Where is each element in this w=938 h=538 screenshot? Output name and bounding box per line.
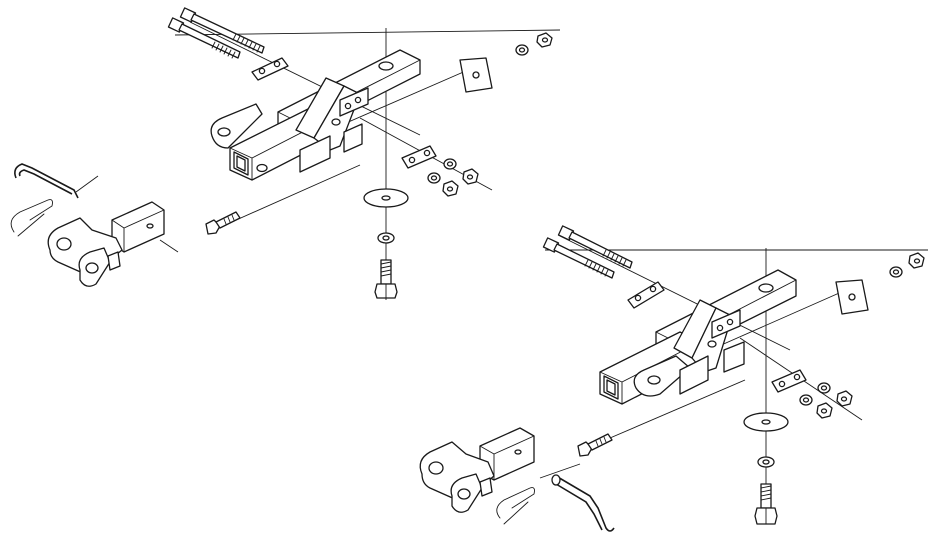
long-bolt-2 (167, 17, 241, 59)
square-plate (459, 57, 493, 93)
lock-washer-bottom (377, 232, 395, 244)
clevis (47, 217, 123, 287)
long-bolt-3 (557, 225, 633, 269)
clamp-plate-rear (251, 57, 289, 81)
nut-front-1 (462, 168, 479, 185)
hitch-pin (14, 163, 99, 199)
flat-washer-large (363, 188, 409, 208)
nut-front-4 (816, 402, 833, 419)
lock-washer-front-4 (799, 394, 813, 406)
long-bolt-4 (542, 237, 615, 279)
drawbar-shank (111, 201, 179, 253)
clamp-plate-rear-2 (627, 281, 665, 309)
flat-washer-large-2 (743, 412, 789, 432)
vertical-bolt (374, 259, 398, 299)
hairpin-clip-2 (496, 487, 535, 525)
receiver-tube-2 (599, 331, 701, 405)
hitch-pin-2 (551, 474, 615, 532)
clamp-plate-front-2 (771, 369, 807, 393)
mount-bracket-2 (673, 299, 745, 395)
lock-washer-front-3 (817, 382, 831, 394)
pin-tab (210, 103, 268, 173)
hairpin-clip (10, 199, 53, 237)
nut-front-3 (836, 390, 853, 407)
clevis-2 (419, 441, 495, 513)
nut-front-2 (442, 180, 459, 197)
lock-washer-front-2 (427, 172, 441, 184)
long-bolt-1 (179, 7, 265, 54)
lock-washer-front-1 (443, 158, 457, 170)
lock-washer-bottom-2 (757, 456, 775, 468)
vertical-bolt-2 (754, 483, 778, 525)
mount-bracket (295, 77, 369, 173)
nut-top (536, 32, 553, 48)
lock-washer-top (515, 44, 529, 56)
hitch-assembly-lower (419, 225, 928, 532)
short-bolt (205, 211, 241, 235)
hitch-assembly-upper (10, 7, 561, 300)
clamp-plate-front (401, 145, 437, 169)
lock-washer-top-2 (889, 266, 903, 278)
short-bolt-2 (577, 433, 613, 457)
nut-top-2 (908, 252, 925, 269)
square-plate-2 (835, 279, 869, 315)
assembly-axis-lines-2 (539, 235, 928, 520)
